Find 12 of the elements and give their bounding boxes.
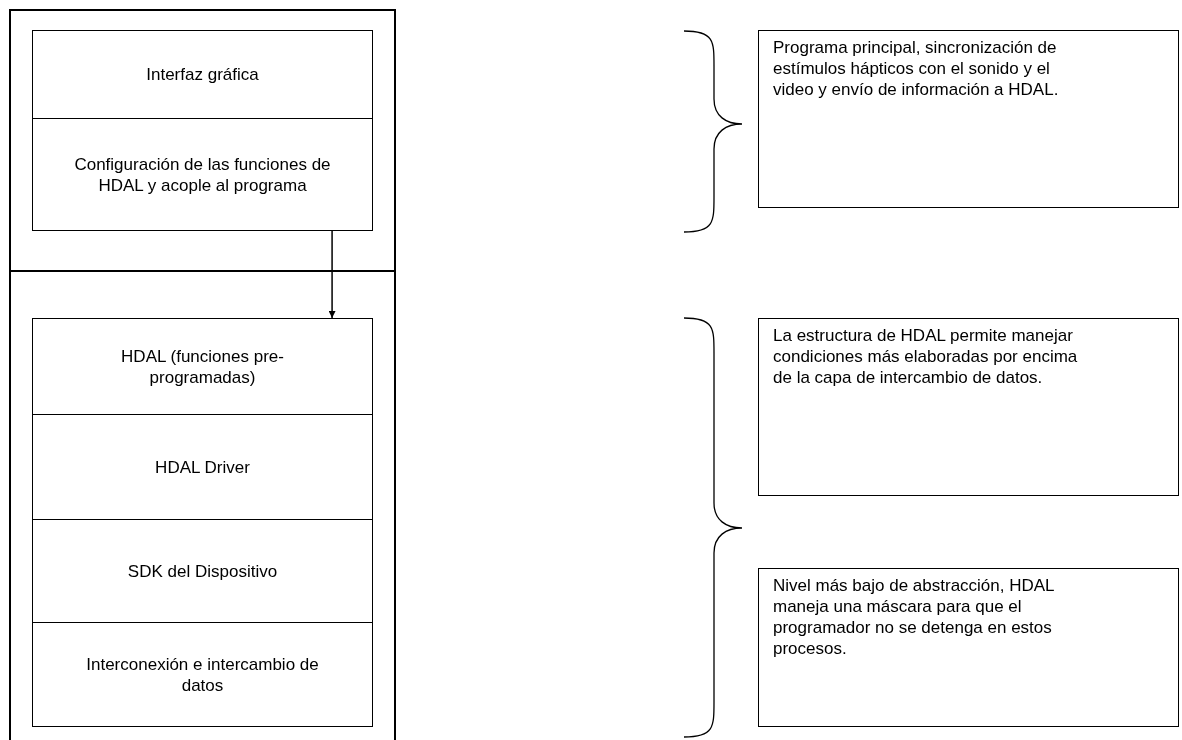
arrow [328, 230, 336, 319]
note-box: Programa principal, sincronización de estímulos hápticos con el sonido y el video y envío de información a HDAL. [758, 30, 1179, 208]
note-box: La estructura de HDAL permite manejar condiciones más elaboradas por encima de la capa de intercambio de datos. [758, 318, 1179, 496]
layer-frame [10, 10, 395, 272]
layer-frame [10, 271, 395, 740]
layer-box: HDAL Driver [32, 414, 373, 520]
note-box: Nivel más bajo de abstracción, HDAL maneja una máscara para que el programador no se detenga en estos procesos. [758, 568, 1179, 727]
layer-box: Interconexión e intercambio de datos [32, 622, 373, 727]
layer-box: Interfaz gráfica [32, 30, 373, 119]
layer-box: Configuración de las funciones de HDAL y acople al programa [32, 118, 373, 231]
layer-box: SDK del Dispositivo [32, 519, 373, 623]
layer-box: HDAL (funciones pre-programadas) [32, 318, 373, 415]
